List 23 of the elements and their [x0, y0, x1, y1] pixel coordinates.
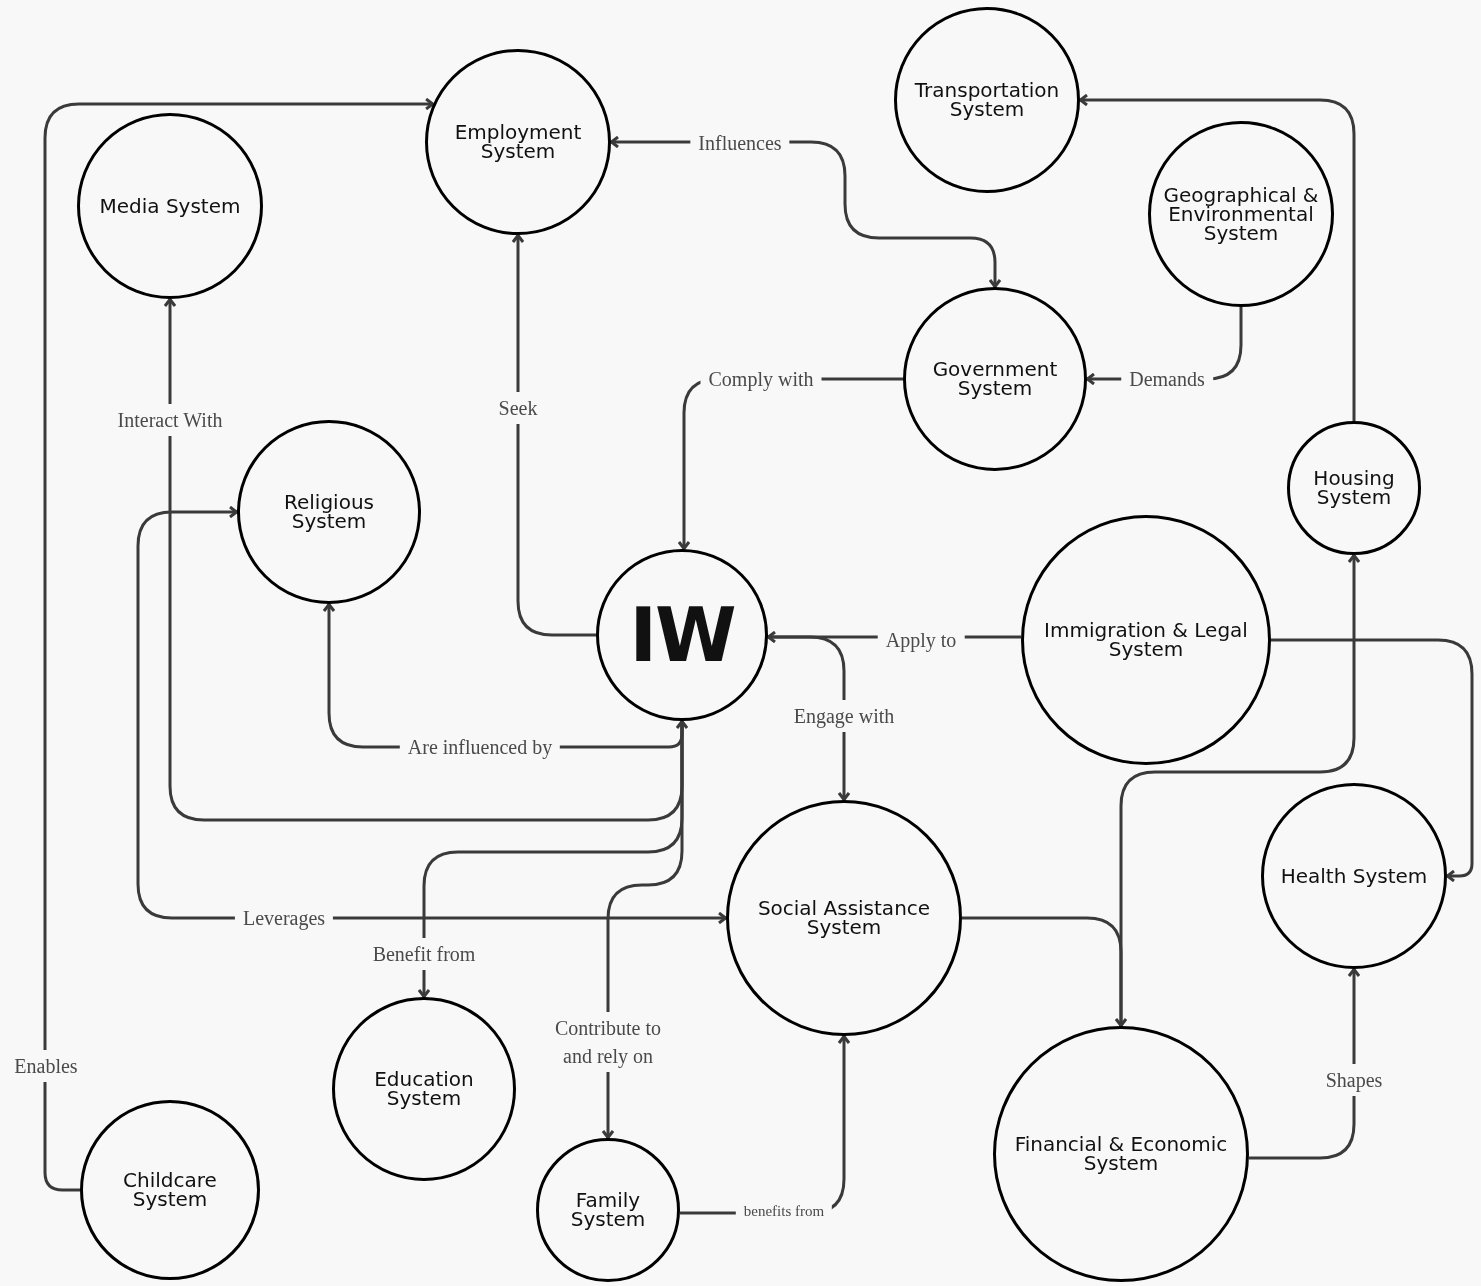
connector-arrow — [1271, 638, 1474, 883]
system-circle: Religious System — [237, 420, 421, 604]
system-circle: IW — [596, 549, 768, 721]
connector-arrow — [1248, 968, 1361, 1160]
system-circle: Family System — [536, 1138, 680, 1282]
system-circle: Transportation System — [894, 7, 1080, 193]
system-circle: Childcare System — [80, 1100, 260, 1280]
system-circle: Immigration & Legal System — [1021, 515, 1271, 765]
system-circle: Education System — [332, 997, 516, 1181]
connector-arrow — [136, 505, 727, 925]
connector-arrow — [962, 916, 1128, 1027]
system-circle: Employment System — [425, 49, 611, 235]
connector-arrow — [163, 298, 684, 822]
system-circle: Housing System — [1287, 421, 1421, 555]
system-circle: Media System — [77, 113, 263, 299]
system-circle: Health System — [1261, 783, 1447, 969]
system-circle: Social Assistance System — [726, 800, 962, 1036]
system-circle: Financial & Economic System — [993, 1026, 1249, 1282]
system-circle: Government System — [903, 287, 1087, 471]
connector-arrow — [1079, 93, 1356, 421]
connector-arrow — [43, 97, 435, 1192]
connector-arrow — [511, 234, 596, 637]
system-circle: Geographical & Environmental System — [1148, 121, 1334, 307]
